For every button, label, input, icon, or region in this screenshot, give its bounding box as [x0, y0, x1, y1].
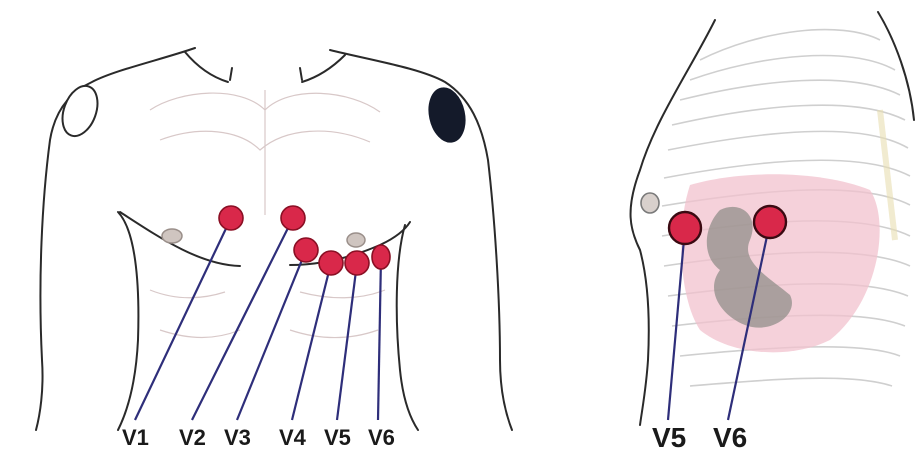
electrode-v2	[281, 206, 305, 230]
neck-left-line	[185, 52, 228, 82]
left-arm-inner	[118, 212, 138, 430]
neck-right-line	[302, 55, 345, 82]
right-arm-electrode	[56, 81, 104, 141]
heart-shadow	[681, 174, 879, 352]
front-lead-labels: V1 V2 V3 V4 V5 V6	[122, 425, 395, 450]
front-torso	[36, 48, 512, 430]
label-v3: V3	[224, 425, 251, 450]
electrode-v4	[319, 251, 343, 275]
label-v2: V2	[179, 425, 206, 450]
label-v5: V5	[324, 425, 351, 450]
wire-v1	[135, 218, 231, 420]
label-v1: V1	[122, 425, 149, 450]
wire-v4	[292, 263, 331, 420]
electrode-v6	[372, 245, 390, 269]
side-wire-v5	[668, 228, 685, 420]
wire-v6	[378, 257, 381, 420]
label-v4: V4	[279, 425, 307, 450]
front-lead-wires	[135, 218, 381, 420]
side-nipple	[641, 193, 659, 213]
side-label-v5: V5	[652, 422, 686, 453]
electrode-v5	[345, 251, 369, 275]
side-lead-labels: V5 V6	[652, 422, 747, 453]
wire-v3	[237, 250, 306, 420]
side-electrode-v5	[669, 212, 701, 244]
left-arm-electrode	[425, 85, 469, 145]
left-nipple	[162, 229, 182, 243]
side-electrode-v6	[754, 206, 786, 238]
right-nipple	[347, 233, 365, 247]
right-arm-inner	[397, 225, 418, 430]
label-v6: V6	[368, 425, 395, 450]
side-label-v6: V6	[713, 422, 747, 453]
wire-v5	[337, 263, 357, 420]
electrode-v3	[294, 238, 318, 262]
electrode-v1	[219, 206, 243, 230]
